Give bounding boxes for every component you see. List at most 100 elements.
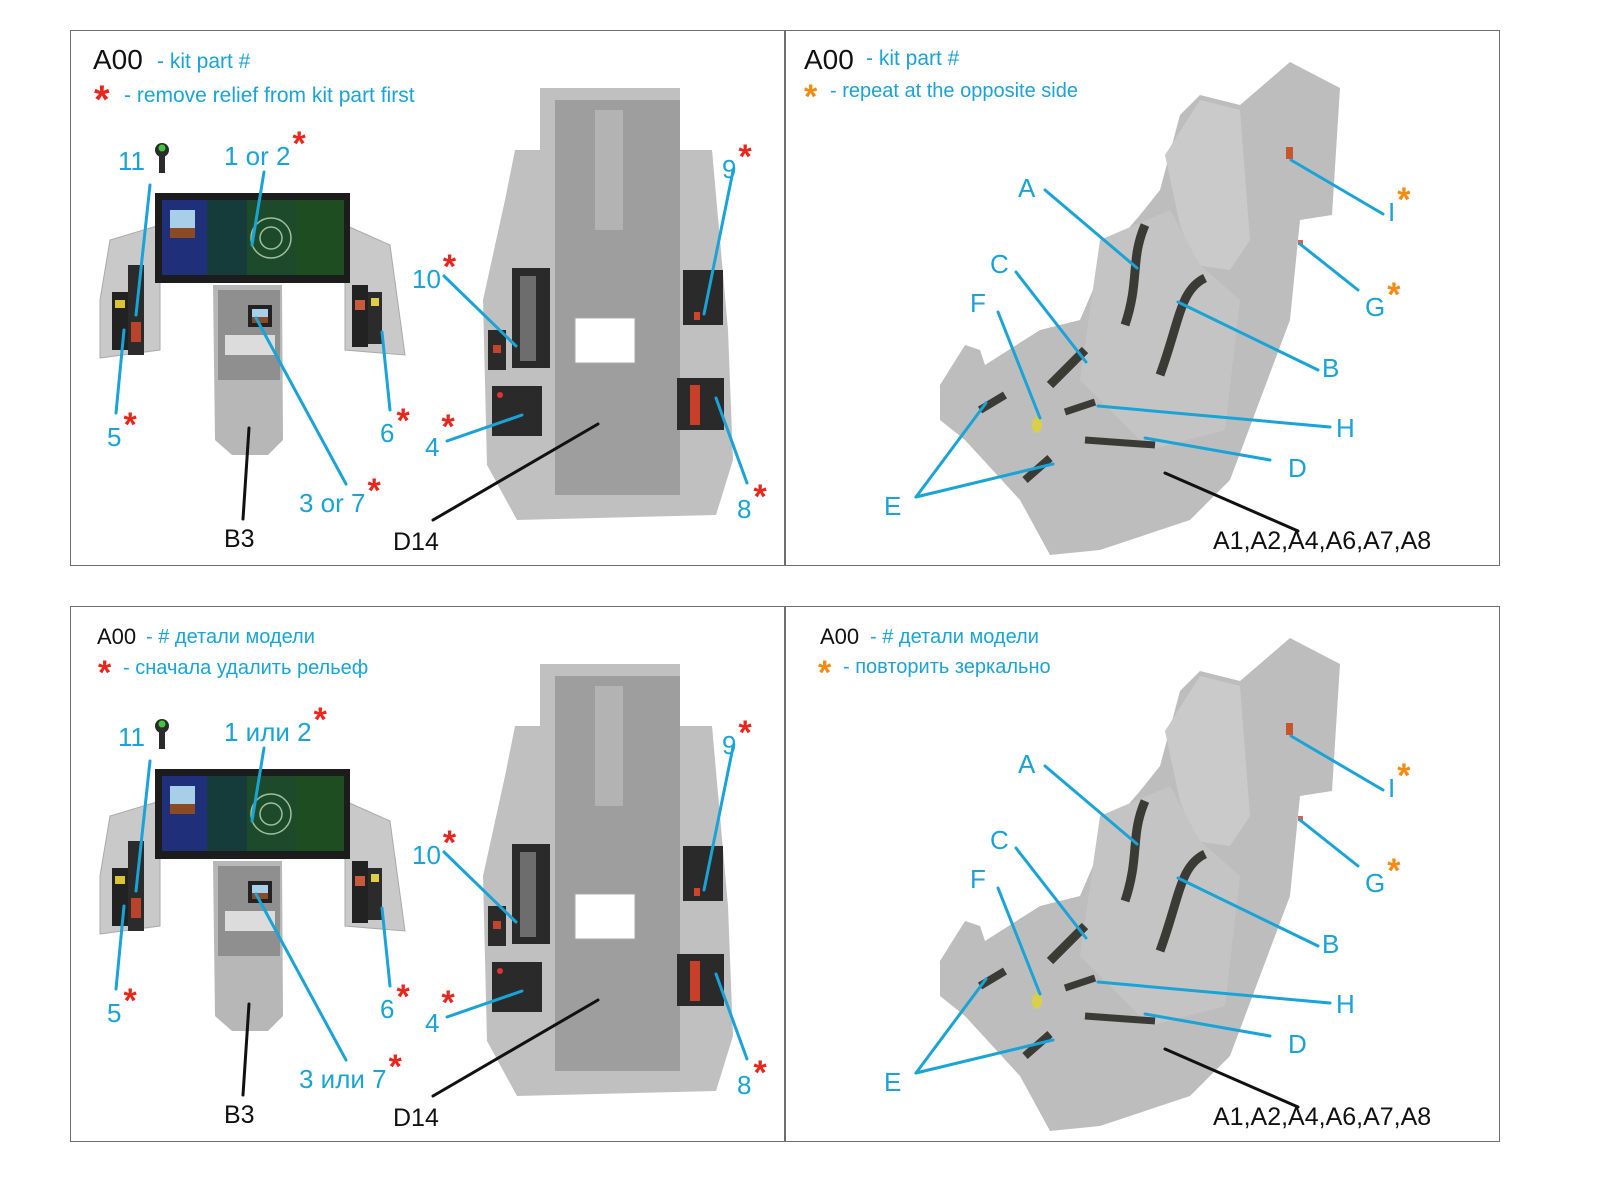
leader-e-lower [914,462,1055,499]
panel-8-decal [677,378,724,430]
legend-asterisk-description: - repeat at the opposite side [830,80,1078,102]
callout-3-or-7: 3 or 7* [299,472,381,518]
attitude-ground [170,804,195,814]
callout-1-or-2: 1 или 2* [224,701,327,747]
leader-e-upper [914,977,988,1075]
panel-10b-red [493,345,501,353]
harness-strap-b-decal [1155,849,1208,953]
legend-asterisk-orange: * [818,654,832,692]
harness-strap-d-decal [1084,436,1156,449]
leader-10 [442,850,518,924]
label-i-decal [1286,147,1293,159]
asterisk-red: * [738,714,752,752]
callout-d: D [1288,453,1307,483]
panel-9-decal [683,846,723,901]
leader-h [1096,980,1332,1005]
leader-g [1298,242,1360,292]
radar-ring-inner [259,802,283,826]
leader-d [1143,436,1272,462]
panel-4-red-light [497,968,503,974]
bottom-panel-divider [784,606,786,1142]
main-display-screen-radar [247,200,297,275]
leader-c [1014,846,1088,940]
harness-strap-a-decal [1120,223,1150,327]
asterisk-red: * [441,408,455,446]
panel-3-display-sky [252,885,268,893]
part-label-seat: A1,A2,A4,A6,A7,A8 [1213,1103,1432,1131]
legend-asterisk-description: - повторить зеркально [843,656,1051,678]
leader-1or2 [250,746,266,823]
callout-10: 10* [412,824,457,870]
leader-d14 [431,998,600,1098]
radar-ring-outer [250,793,292,835]
top-right-artwork [914,62,1385,555]
harness-strap-c-decal [1046,922,1089,965]
leader-i [1289,158,1385,216]
part-label-d14: D14 [393,528,439,556]
panel-8-red [690,961,700,1001]
asterisk-red: * [738,138,752,176]
asterisk-red: * [313,701,327,739]
callout-h: H [1336,989,1355,1019]
leader-e-lower [914,1038,1055,1075]
panel-yellow-light [115,876,125,884]
panel-red-switch [131,322,141,342]
buckle-f-decal [1032,993,1042,1009]
leader-10 [442,274,518,348]
leader-b [1176,876,1320,948]
asterisk-red: * [396,402,410,440]
asterisk-red: * [123,982,137,1020]
main-display-screen-radar [247,776,297,851]
leader-a [1043,764,1139,846]
leader-11 [134,183,152,317]
asterisk-orange: * [1387,276,1401,314]
asterisk-red: * [367,472,381,510]
callout-5: 5* [107,406,137,452]
bottom-right-seat-section [0,576,1600,1156]
tub-rail [595,686,623,806]
leader-a [1043,188,1139,270]
panel-9-decal [683,270,723,325]
legend-asterisk-red: * [94,78,110,122]
legend-asterisk-description: - remove relief from kit part first [124,84,415,107]
legend-code-sample: A00 [820,624,860,649]
keypad [225,911,275,931]
panel-10-slot [520,852,536,937]
leader-8 [714,972,749,1061]
callout-11: 11 [118,722,145,752]
tub-cutout [574,893,636,940]
attitude-ground [170,228,195,238]
callout-i: I* [1388,757,1411,803]
leader-8 [714,396,749,485]
leader-9 [702,169,735,316]
leader-e-upper [914,401,988,499]
panel-6-red [355,876,365,886]
part-label-seat: A1,A2,A4,A6,A7,A8 [1213,527,1432,555]
panel-9-red [694,312,700,320]
part-label-b3: B3 [224,525,255,553]
panel-3-display-sky [252,309,268,317]
top-panel-divider [784,30,786,566]
asterisk-orange: * [1387,852,1401,890]
callout-b: B [1322,929,1340,959]
leader-4 [445,989,524,1019]
panel-6-yellow [371,298,379,306]
callout-4: 4* [425,408,455,462]
leader-5 [114,328,126,415]
asterisk-red: * [388,1048,402,1086]
legend-code-description: - kit part # [157,50,251,73]
control-stick-icon [155,719,169,749]
asterisk-red: * [441,984,455,1022]
harness-strap-a-decal [1120,799,1150,903]
bottom-left-artwork [99,664,749,1098]
asterisk-red: * [753,1054,767,1092]
seat-back-cushion [1080,210,1240,450]
leader-seat-parts [1163,471,1300,533]
asterisk-orange: * [1397,181,1411,219]
harness-strap-d-decal [1084,1012,1156,1025]
panel-3-display-ground [252,317,268,323]
leader-11 [134,759,152,893]
leader-i [1289,734,1385,792]
radar-ring-inner [259,226,283,250]
panel-9-red [694,888,700,896]
